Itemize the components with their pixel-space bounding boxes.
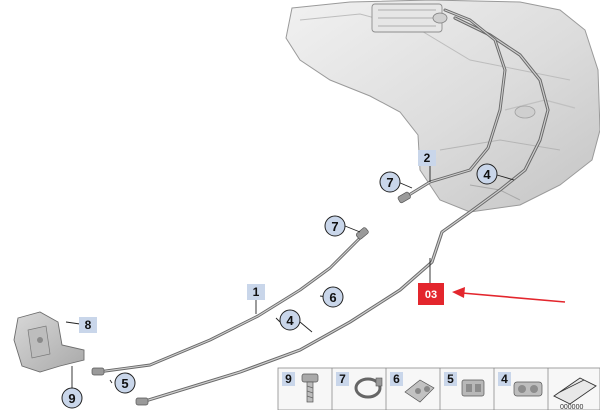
fuel-line-secondary	[96, 236, 362, 374]
callout-4: 4	[476, 163, 498, 185]
red-arrow-icon	[452, 287, 566, 303]
callout-5: 5	[114, 372, 136, 394]
part-number-text: 000000	[560, 404, 583, 410]
reference-box-label: 03	[425, 289, 437, 301]
part-thumb-9-number: 9	[285, 372, 292, 386]
fuel-line-upper	[402, 8, 507, 200]
callout-1: 1	[247, 284, 265, 300]
part-thumb-4[interactable]: 4	[498, 372, 543, 397]
part-thumb-9[interactable]: 9	[282, 372, 319, 403]
callout-1-label: 1	[253, 285, 260, 299]
part-thumb-5-number: 5	[447, 372, 454, 386]
hose-end-fitting	[355, 227, 369, 240]
reference-box[interactable]	[418, 283, 444, 305]
fuel-line-main	[140, 16, 550, 404]
callout-4-label: 4	[286, 313, 294, 328]
fuel-tank	[285, 0, 600, 213]
part-thumb-6[interactable]: 6	[390, 372, 435, 403]
part-thumb-6-number: 6	[393, 372, 400, 386]
shim-plate-icon	[553, 377, 597, 405]
double-clip-icon	[513, 381, 543, 397]
callout-5-label: 5	[121, 376, 128, 391]
parts-strip: 9 7 6	[277, 367, 600, 410]
part-thumb-7[interactable]: 7	[336, 372, 383, 399]
hose-end-fitting	[397, 191, 411, 204]
callout-7-label: 7	[386, 175, 393, 190]
callout-8-label: 8	[85, 318, 92, 332]
callout-7: 7	[379, 171, 401, 193]
line-clip-icon	[404, 379, 435, 403]
callout-7: 7	[324, 215, 346, 237]
callout-9: 9	[61, 387, 83, 409]
callout-4-label: 4	[483, 167, 491, 182]
part-thumb-4-number: 4	[501, 372, 508, 386]
mounting-bracket	[13, 311, 85, 373]
connector-icon	[461, 379, 485, 397]
reference-marker[interactable]: 03	[418, 283, 444, 305]
hose-end-fitting	[135, 397, 149, 406]
part-thumb-7-number: 7	[339, 372, 346, 386]
callout-6: 6	[322, 286, 344, 308]
callout-9-label: 9	[68, 391, 75, 406]
callout-7-label: 7	[331, 219, 338, 234]
hose-end-fitting	[91, 367, 105, 376]
callout-2-label: 2	[424, 151, 431, 165]
screw-icon	[301, 373, 319, 403]
callout-2: 2	[418, 150, 436, 166]
callout-6-label: 6	[329, 290, 336, 305]
part-thumb-5[interactable]: 5	[444, 372, 485, 397]
callout-8: 8	[79, 317, 97, 333]
hose-clamp-icon	[354, 377, 383, 399]
callout-4: 4	[279, 309, 301, 331]
